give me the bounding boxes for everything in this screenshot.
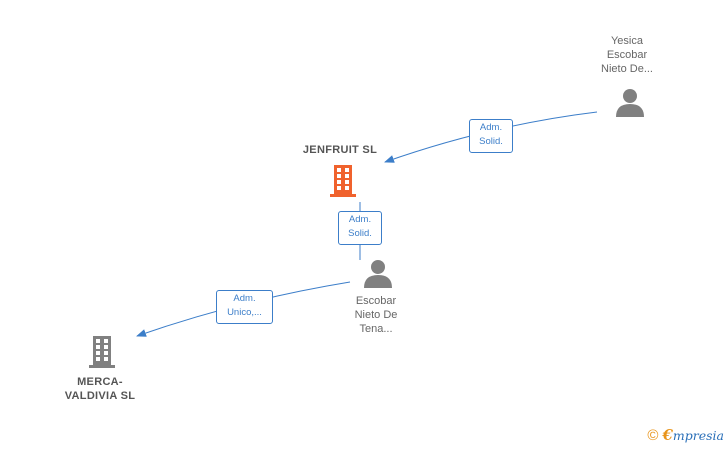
- building-icon[interactable]: [327, 164, 359, 198]
- company-label-merca[interactable]: MERCA- VALDIVIA SL: [64, 376, 136, 402]
- person-label-yesica[interactable]: Yesica Escobar Nieto De...: [601, 35, 653, 75]
- edge-label-yesica-jenfruit: Adm. Solid.: [469, 119, 513, 153]
- person-icon[interactable]: [362, 259, 394, 289]
- person-icon[interactable]: [614, 88, 646, 118]
- brand-name: €mpresia: [662, 426, 724, 444]
- copyright-icon: ©: [647, 426, 659, 444]
- company-label-jenfruit[interactable]: JENFRUIT SL: [302, 144, 378, 156]
- person-label-escobar[interactable]: Escobar Nieto De Tena...: [354, 295, 398, 335]
- empresia-logo: © €mpresia: [647, 426, 724, 444]
- edge-label-escobar-merca: Adm. Unico,...: [216, 290, 273, 324]
- building-icon[interactable]: [86, 335, 118, 369]
- edge-label-escobar-jenfruit: Adm. Solid.: [338, 211, 382, 245]
